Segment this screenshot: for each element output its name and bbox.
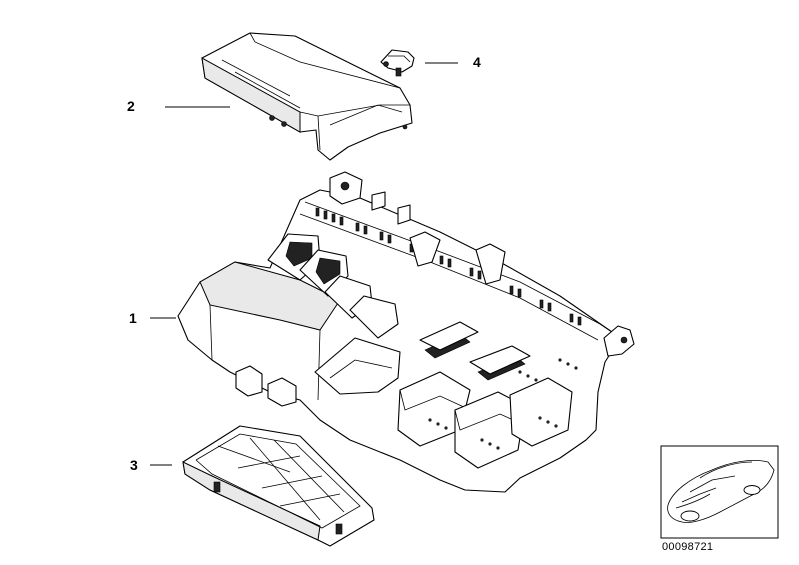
vehicle-thumbnail: [660, 445, 779, 539]
callout-1: 1: [129, 310, 137, 326]
part-1-fuse-carrier: [177, 171, 635, 493]
part-4-clip: [380, 49, 415, 77]
part-2-module-cover: [201, 32, 413, 161]
reference-number: 00098721: [662, 541, 714, 553]
callout-4: 4: [473, 54, 481, 70]
callout-2: 2: [127, 98, 135, 114]
part-3-tray: [182, 425, 375, 547]
callout-3: 3: [130, 457, 138, 473]
